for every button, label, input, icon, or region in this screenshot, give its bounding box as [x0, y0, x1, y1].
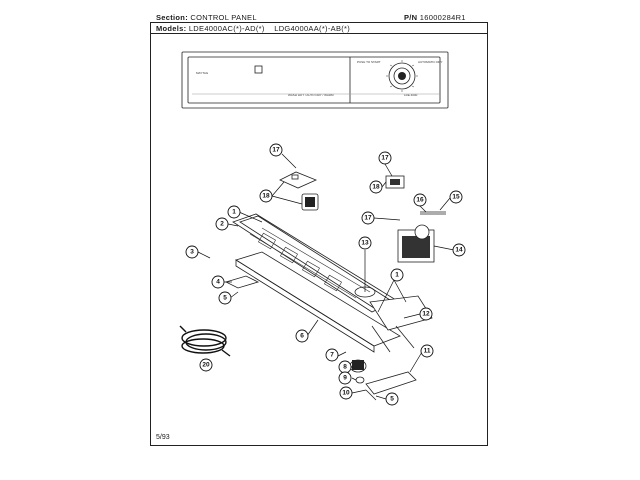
models-rule — [150, 33, 488, 34]
callout-5b: 5 — [385, 392, 399, 406]
callout-8: 8 — [338, 360, 352, 374]
callout-17b: 17 — [378, 151, 392, 165]
callout-6: 6 — [295, 329, 309, 343]
svg-text:16: 16 — [416, 197, 424, 204]
svg-text:6: 6 — [300, 333, 304, 340]
timer-dial — [388, 62, 416, 90]
svg-text:3: 3 — [190, 249, 194, 256]
svg-text:5: 5 — [223, 295, 227, 302]
callout-17c: 17 — [361, 211, 375, 225]
models-label: Models: — [156, 24, 187, 33]
svg-text:5: 5 — [390, 396, 394, 403]
callout-14: 14 — [452, 243, 466, 257]
callout-7: 7 — [325, 348, 339, 362]
callout-2: 2 — [215, 217, 229, 231]
callout-16: 16 — [413, 193, 427, 207]
callout-18a: 18 — [259, 189, 273, 203]
callout-1a: 1 — [227, 205, 241, 219]
svg-text:15: 15 — [452, 194, 460, 201]
callout-5a: 5 — [218, 291, 232, 305]
callout-10: 10 — [339, 386, 353, 400]
section-heading: Section: CONTROL PANEL — [156, 13, 257, 22]
part-number: P/N 16000284R1 — [404, 13, 466, 22]
svg-text:17: 17 — [381, 155, 389, 162]
svg-text:14: 14 — [455, 247, 463, 254]
models-value-2: LDG4000AA(*)-AB(*) — [274, 24, 351, 33]
svg-text:17: 17 — [272, 147, 280, 154]
callout-13: 13 — [358, 236, 372, 250]
callout-15: 15 — [449, 190, 463, 204]
svg-text:18: 18 — [262, 193, 270, 200]
section-label: Section: — [156, 13, 188, 22]
pn-value: 16000284R1 — [419, 13, 466, 22]
svg-text:8: 8 — [343, 364, 347, 371]
models-heading: Models: LDE4000AC(*)-AD(*) LDG4000AA(*)-… — [156, 24, 350, 33]
callout-1b: 1 — [390, 268, 404, 282]
svg-text:20: 20 — [202, 362, 210, 369]
callout-18b: 18 — [369, 180, 383, 194]
svg-text:13: 13 — [361, 240, 369, 247]
right-knob-label: AUTOMATIC DRY — [418, 60, 443, 64]
section-value: CONTROL PANEL — [190, 13, 257, 22]
svg-text:11: 11 — [424, 348, 431, 355]
pn-label: P/N — [404, 13, 418, 22]
leader-lines — [197, 153, 455, 400]
small-parts — [279, 171, 446, 263]
callout-17a: 17 — [269, 143, 283, 157]
models-value-1: LDE4000AC(*)-AD(*) — [188, 24, 265, 33]
callout-11: 11 — [420, 344, 434, 358]
svg-text:17: 17 — [364, 215, 372, 222]
callout-9: 9 — [338, 371, 352, 385]
svg-text:1: 1 — [395, 272, 399, 279]
panel-right-note: LDE 4000 — [404, 93, 418, 97]
callout-3: 3 — [185, 245, 199, 259]
svg-text:2: 2 — [220, 221, 224, 228]
lower-parts — [349, 359, 417, 401]
svg-text:1: 1 — [232, 209, 236, 216]
svg-text:10: 10 — [342, 390, 350, 397]
control-panel-front-view: MAYTAG PUSH TO START AUTOMATIC DRY WASH … — [181, 51, 449, 109]
header-rule — [150, 22, 488, 23]
svg-text:4: 4 — [216, 279, 220, 286]
wire-harness — [179, 325, 231, 357]
console-base-assembly — [224, 213, 433, 353]
svg-text:7: 7 — [330, 352, 334, 359]
callout-20: 20 — [199, 358, 213, 372]
panel-brand: MAYTAG — [196, 71, 209, 75]
callout-12: 12 — [419, 307, 433, 321]
svg-text:9: 9 — [343, 375, 347, 382]
revision-date: 5/93 — [156, 434, 170, 441]
left-knob-label: PUSH TO START — [357, 60, 381, 64]
svg-text:12: 12 — [422, 311, 430, 318]
svg-text:18: 18 — [372, 184, 380, 191]
callout-4: 4 — [211, 275, 225, 289]
panel-bottom-note: WASH HOT / AUTO DRY / WARM — [288, 93, 334, 97]
